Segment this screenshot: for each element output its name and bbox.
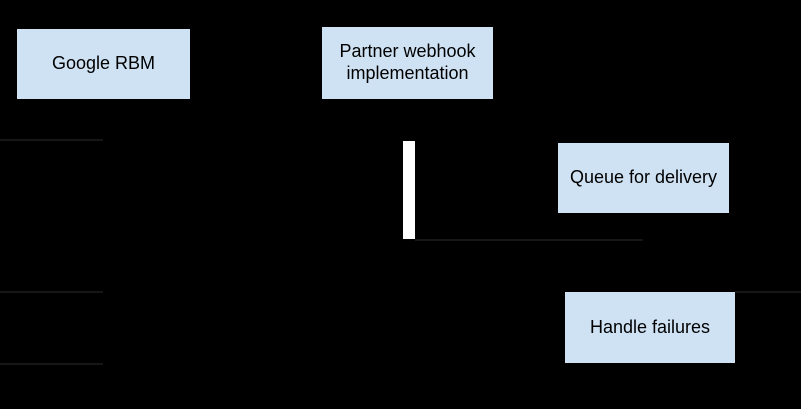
faint-arrow-line-to-queue	[415, 239, 643, 241]
node-handle-failures-label: Handle failures	[589, 316, 711, 337]
node-partner-webhook: Partner webhook implementation	[322, 27, 493, 99]
node-handle-failures: Handle failures	[565, 292, 735, 363]
node-partner-webhook-label: Partner webhook implementation	[339, 41, 476, 83]
node-google-rbm: Google RBM	[17, 29, 190, 99]
faint-arrow-line-bottom-left	[0, 363, 103, 365]
activation-bar	[403, 141, 415, 239]
faint-arrow-line-right-edge	[735, 291, 801, 293]
node-queue-for-delivery: Queue for delivery	[558, 143, 729, 213]
node-google-rbm-label: Google RBM	[51, 53, 156, 74]
faint-arrow-line-top-left	[0, 139, 103, 141]
faint-arrow-line-middle-left	[0, 291, 103, 293]
node-queue-for-delivery-label: Queue for delivery	[569, 167, 718, 188]
